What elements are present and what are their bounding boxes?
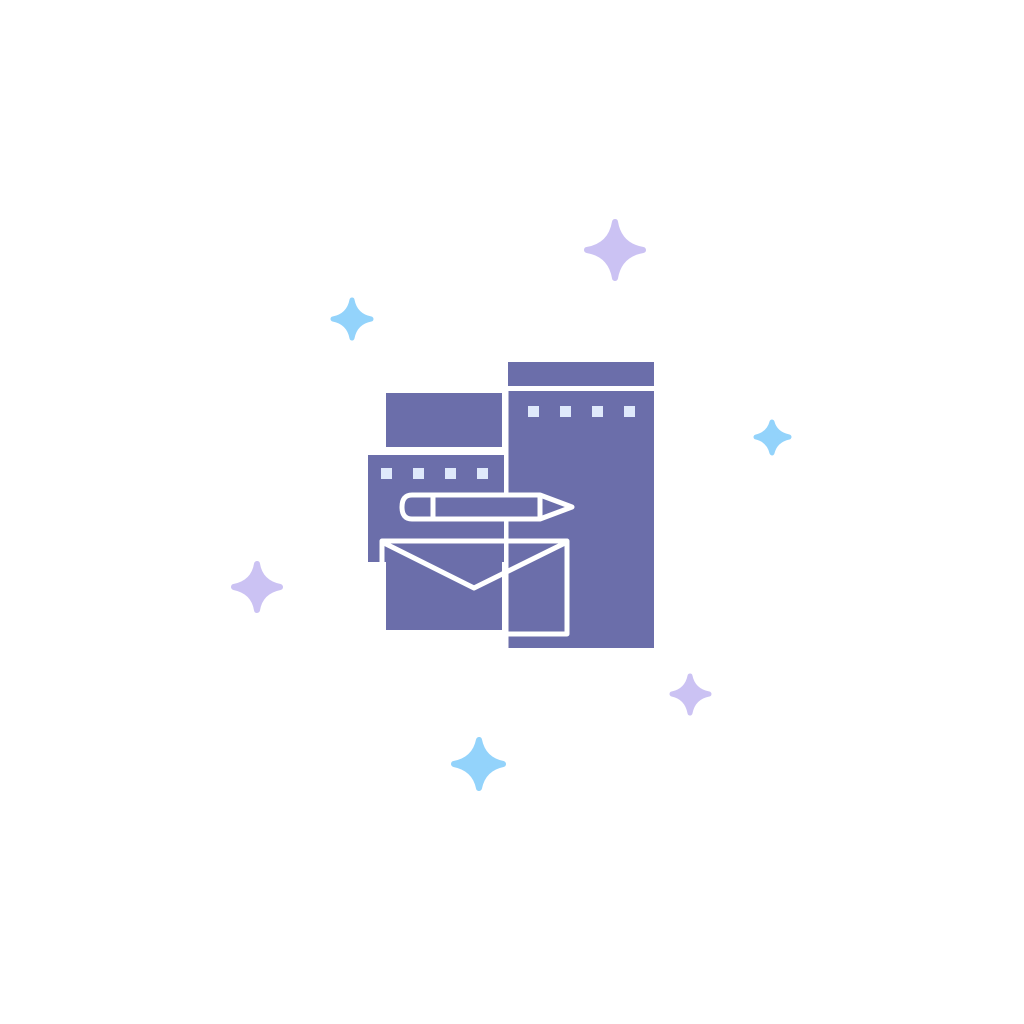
- envelope-icon: [379, 538, 570, 637]
- window-icon: [386, 393, 502, 447]
- sparkle-icon: [231, 561, 283, 613]
- sparkle-icon: [753, 419, 792, 456]
- sparkle-icon: [584, 219, 646, 281]
- sparkle-icon: [451, 737, 506, 791]
- sparkle-icon: [330, 297, 374, 341]
- sparkle-group: [231, 219, 792, 791]
- pencil-icon: [399, 492, 575, 522]
- sparkle-icon: [669, 673, 712, 716]
